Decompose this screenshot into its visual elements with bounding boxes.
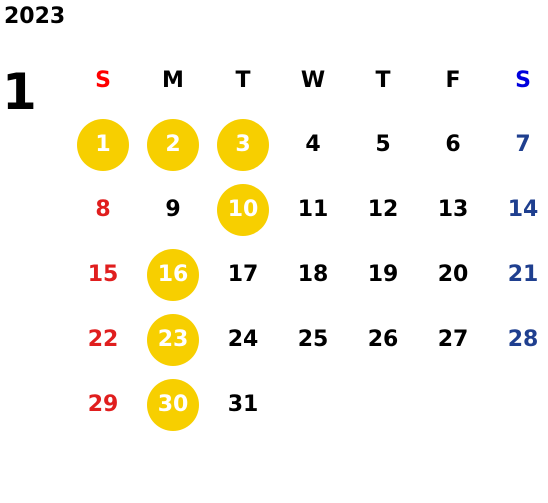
- date-cell: 22: [68, 307, 138, 372]
- date-cell: 12: [348, 177, 418, 242]
- date-cell: 8: [68, 177, 138, 242]
- date-cell: 11: [278, 177, 348, 242]
- date-number: 27: [437, 327, 469, 352]
- date-cell: 17: [208, 242, 278, 307]
- date-number: 1: [95, 132, 111, 157]
- holiday-date-cell: 23: [138, 307, 208, 372]
- date-cell: 21: [488, 242, 548, 307]
- date-number: 4: [305, 132, 321, 157]
- week-row: 8 9 10 11 12 13 14: [68, 177, 548, 242]
- holiday-date-cell: 16: [138, 242, 208, 307]
- date-number: 20: [437, 262, 469, 287]
- date-number: 13: [437, 197, 469, 222]
- date-number: 17: [227, 262, 259, 287]
- date-number: 12: [367, 197, 399, 222]
- weekday-friday: F: [445, 67, 461, 93]
- date-number: 21: [507, 262, 539, 287]
- date-number: 11: [297, 197, 329, 222]
- date-cell: 5: [348, 112, 418, 177]
- date-number: 30: [157, 392, 189, 417]
- week-row: 1 2 3 4 5 6 7: [68, 112, 548, 177]
- date-number: 29: [87, 392, 119, 417]
- date-number: 6: [445, 132, 461, 157]
- date-number: 25: [297, 327, 329, 352]
- date-cell: 25: [278, 307, 348, 372]
- date-cell: 7: [488, 112, 548, 177]
- week-row: 29 30 31: [68, 372, 548, 437]
- date-number: 15: [87, 262, 119, 287]
- date-number: 10: [227, 197, 259, 222]
- date-number: 9: [165, 197, 181, 222]
- holiday-date-cell: 10: [208, 177, 278, 242]
- date-cell: 20: [418, 242, 488, 307]
- holiday-date-cell: 30: [138, 372, 208, 437]
- date-cell: 28: [488, 307, 548, 372]
- date-number: 5: [375, 132, 391, 157]
- date-number: 7: [515, 132, 531, 157]
- date-number: 3: [235, 132, 251, 157]
- holiday-date-cell: 3: [208, 112, 278, 177]
- date-cell: 31: [208, 372, 278, 437]
- empty-cell: [418, 372, 488, 437]
- date-cell: 4: [278, 112, 348, 177]
- holiday-marker: [217, 118, 269, 171]
- empty-cell: [278, 372, 348, 437]
- weekday-monday: M: [162, 67, 184, 93]
- date-number: 22: [87, 327, 119, 352]
- weekday-wednesday: W: [300, 67, 326, 93]
- date-number: 8: [95, 197, 111, 222]
- date-number: 23: [157, 327, 189, 352]
- holiday-marker: [217, 183, 269, 236]
- date-cell: 29: [68, 372, 138, 437]
- weekday-tuesday: T: [235, 67, 251, 93]
- week-row: 22 23 24 25 26 27 28: [68, 307, 548, 372]
- weekday-sunday: S: [95, 67, 111, 93]
- holiday-marker: [147, 248, 199, 301]
- date-cell: 26: [348, 307, 418, 372]
- year-label: 2023: [4, 4, 66, 29]
- date-cell: 24: [208, 307, 278, 372]
- date-number: 16: [157, 262, 189, 287]
- date-cell: 15: [68, 242, 138, 307]
- month-number: 1: [2, 63, 37, 121]
- week-row: 15 16 17 18 19 20 21: [68, 242, 548, 307]
- holiday-date-cell: 1: [68, 112, 138, 177]
- date-cell: 6: [418, 112, 488, 177]
- weekday-header-row: S M T W T F S: [68, 48, 548, 112]
- holiday-marker: [77, 118, 129, 171]
- weekday-thursday: T: [375, 67, 391, 93]
- date-number: 14: [507, 197, 539, 222]
- date-cell: 9: [138, 177, 208, 242]
- date-number: 19: [367, 262, 399, 287]
- date-cell: 13: [418, 177, 488, 242]
- date-cell: 19: [348, 242, 418, 307]
- holiday-marker: [147, 118, 199, 171]
- holiday-marker: [147, 313, 199, 366]
- date-number: 26: [367, 327, 399, 352]
- date-number: 31: [227, 392, 259, 417]
- empty-cell: [488, 372, 548, 437]
- date-cell: 18: [278, 242, 348, 307]
- holiday-date-cell: 2: [138, 112, 208, 177]
- date-number: 28: [507, 327, 539, 352]
- weekday-saturday: S: [515, 67, 531, 93]
- date-number: 2: [165, 132, 181, 157]
- date-number: 24: [227, 327, 259, 352]
- date-cell: 27: [418, 307, 488, 372]
- holiday-marker: [147, 378, 199, 431]
- date-number: 18: [297, 262, 329, 287]
- date-cell: 14: [488, 177, 548, 242]
- empty-cell: [348, 372, 418, 437]
